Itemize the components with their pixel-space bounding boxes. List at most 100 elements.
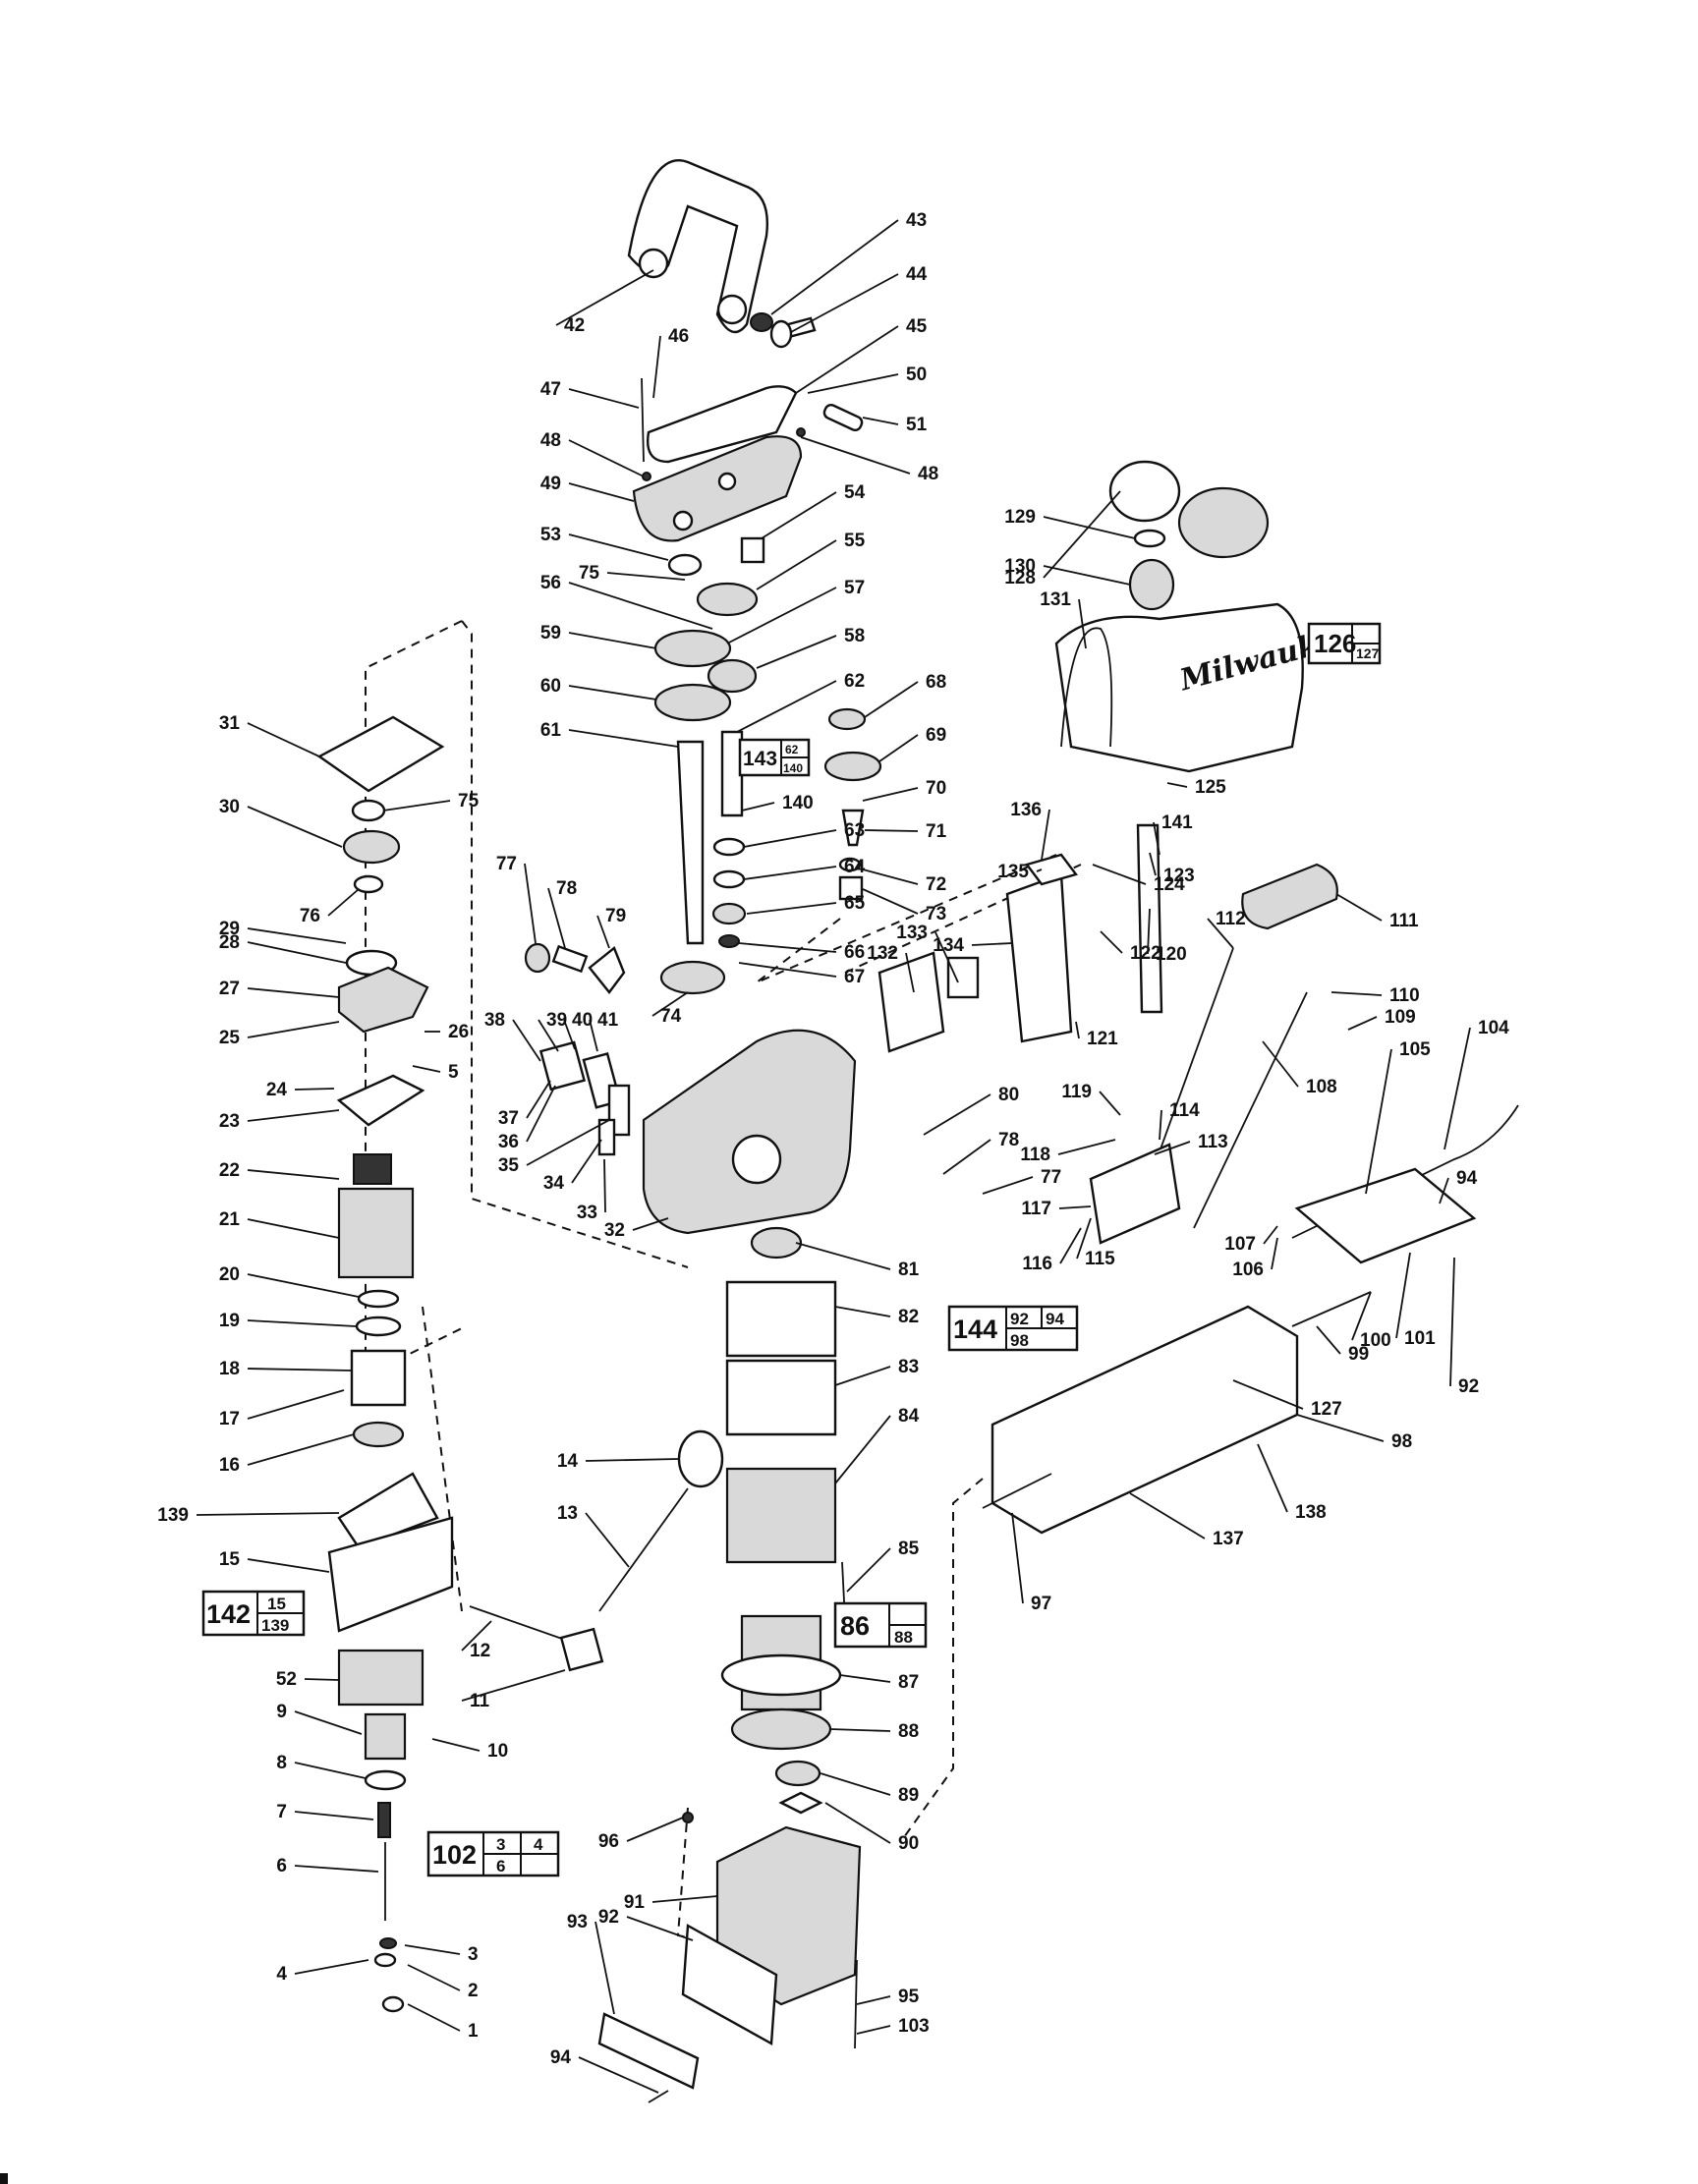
kit-box: 144 92 94 98 (947, 1305, 1079, 1352)
screw-96 (682, 1812, 694, 1823)
callout-label: 45 (906, 316, 928, 337)
leader-line (1159, 1109, 1162, 1141)
callout-label: 17 (219, 1409, 240, 1429)
callout-label: 47 (540, 379, 561, 400)
leader-line (982, 1176, 1034, 1195)
bearing-89 (774, 1760, 821, 1787)
callout-label: 66 (844, 942, 865, 963)
leader-line (407, 1964, 461, 1991)
guide-line (422, 1306, 463, 1612)
leader-line (247, 1273, 360, 1298)
callout-label: 137 (1213, 1529, 1244, 1549)
callout-label: 116 (1022, 1254, 1052, 1274)
bearing-77 (524, 942, 551, 974)
callout-label: 80 (998, 1085, 1019, 1105)
callout-label: 55 (844, 531, 866, 551)
leader-line (1043, 490, 1121, 579)
bearing-52 (337, 1649, 424, 1707)
kit-box: 126 127 (1307, 622, 1382, 665)
bearing-30 (342, 829, 401, 865)
callout-label: 103 (898, 2016, 930, 2037)
callout-label: 59 (540, 623, 561, 644)
bearing-19 (355, 1316, 402, 1337)
callout-label: 62 (844, 671, 865, 692)
gear-59 (653, 629, 732, 668)
kit-top: 3 (496, 1835, 505, 1854)
gear-60 (653, 683, 732, 722)
callout-label: 31 (219, 713, 241, 734)
leader-line (526, 1119, 610, 1166)
callout-label: 37 (498, 1108, 519, 1129)
callout-label: 74 (660, 1006, 682, 1027)
gear-69 (823, 751, 882, 782)
kit-box: 142 15 139 (201, 1590, 306, 1637)
leader-line (1154, 1141, 1191, 1155)
callout-label: 23 (219, 1111, 240, 1132)
callout-label: 48 (918, 464, 938, 484)
leader-line (1395, 1252, 1411, 1339)
callout-label: 112 (1216, 909, 1246, 929)
plate-23 (336, 1074, 425, 1127)
pin-78 (551, 944, 589, 974)
leader-line (1271, 1237, 1278, 1270)
plate-115 (1089, 1143, 1181, 1245)
leader-line (196, 1512, 340, 1516)
callout-label: 98 (1391, 1431, 1412, 1452)
leader-line (934, 931, 959, 983)
leader-line (412, 1065, 441, 1073)
leader-line (1207, 918, 1234, 949)
leader-line (1043, 565, 1131, 586)
washer-3 (379, 1937, 397, 1949)
callout-label: 61 (540, 720, 562, 741)
bushing-54 (740, 536, 765, 564)
leader-line (1129, 1492, 1206, 1540)
leader-line (824, 1802, 891, 1844)
leader-line (1147, 908, 1151, 955)
grip-111 (1241, 863, 1338, 930)
kit-bottom: 88 (894, 1628, 913, 1647)
leader-line (294, 1959, 369, 1975)
leader-line (905, 952, 915, 993)
leader-line (800, 436, 911, 475)
leader-line (864, 681, 919, 718)
cord-131 (1060, 627, 1113, 748)
block-22 (353, 1153, 392, 1185)
bearing-58 (707, 658, 758, 694)
callout-label: 119 (1061, 1082, 1092, 1102)
callout-label: 36 (498, 1132, 519, 1152)
leader-line (738, 942, 837, 953)
leader-line (247, 927, 347, 944)
screw-head (769, 319, 793, 349)
callout-label: 12 (470, 1641, 490, 1661)
leader-line (795, 325, 899, 394)
leader-line (856, 2025, 891, 2035)
leader-line (512, 1019, 541, 1062)
callout-label: 91 (624, 1892, 646, 1913)
kit-bottom: 98 (1010, 1331, 1029, 1350)
kit-top: 15 (267, 1595, 286, 1613)
callout-label: 81 (898, 1260, 920, 1280)
callout-label: 35 (498, 1155, 520, 1176)
leader-line (568, 482, 635, 502)
field-84 (725, 1467, 837, 1564)
leader-line (585, 1458, 679, 1462)
spring-21 (337, 1187, 415, 1279)
leader-line (568, 685, 657, 700)
leader-line (1166, 782, 1188, 788)
callout-label: 127 (1311, 1399, 1342, 1420)
leader-line (596, 915, 610, 949)
leader-line (1257, 1443, 1288, 1513)
callout-label: 50 (906, 364, 927, 385)
callout-label: 3 (468, 1944, 479, 1965)
callout-label: 95 (898, 1987, 920, 2007)
callout-label: 67 (844, 967, 865, 987)
leader-line (247, 1021, 340, 1038)
kit-top: 62 (785, 743, 799, 756)
callout-label: 7 (276, 1802, 287, 1822)
callout-label: 117 (1021, 1199, 1051, 1219)
callout-label: 82 (898, 1307, 919, 1327)
leader-line (834, 1366, 891, 1386)
cover-gasket (647, 385, 798, 464)
leader-line (247, 1433, 355, 1466)
callout-label: 90 (898, 1833, 919, 1854)
